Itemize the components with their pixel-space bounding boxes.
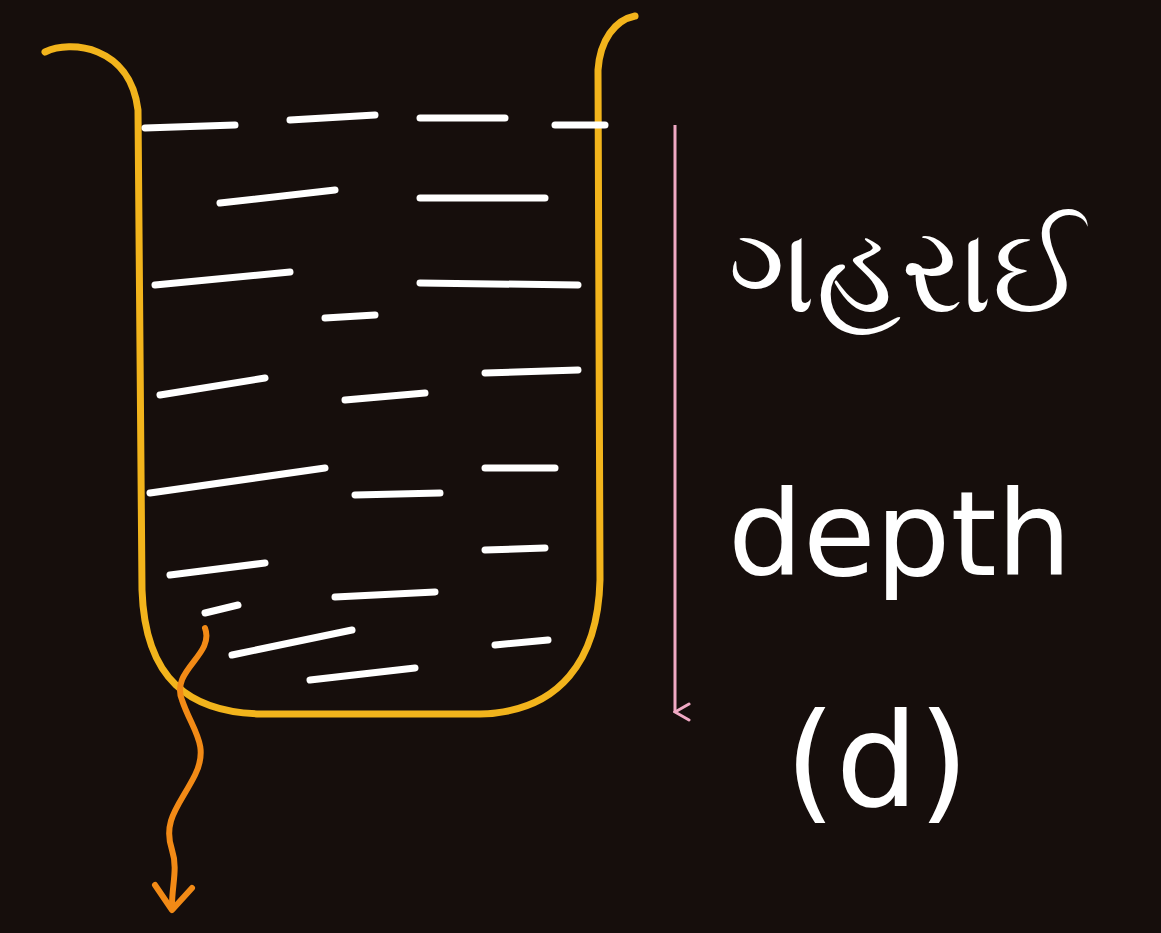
symbol-label: (d): [785, 690, 969, 833]
container-outline: [45, 16, 635, 714]
leak-arrow: [169, 628, 206, 905]
depth-arrow: [674, 125, 677, 712]
water-lines: [145, 115, 605, 680]
depth-label: depth: [728, 470, 1071, 600]
gujarati-label: ગહરાઈ: [728, 205, 1085, 337]
leak-arrowhead: [155, 885, 192, 910]
